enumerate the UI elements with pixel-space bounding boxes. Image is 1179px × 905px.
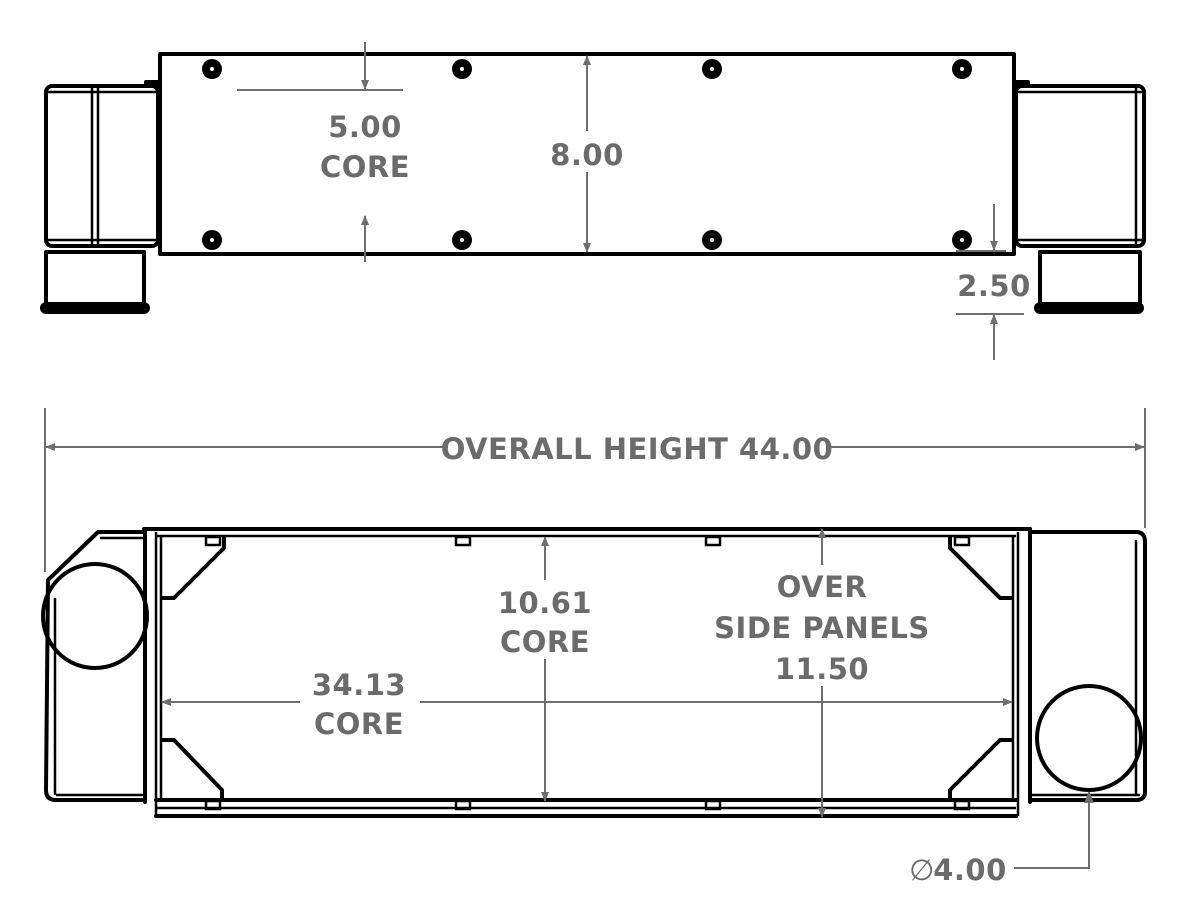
right-pipe-outlet xyxy=(1035,684,1143,792)
core-width-label: CORE xyxy=(500,625,590,659)
dim-side-panels: OVER SIDE PANELS 11.50 xyxy=(714,528,930,818)
side-panels-line2: SIDE PANELS xyxy=(714,611,930,645)
dim-core-depth: 5.00 CORE xyxy=(237,42,410,262)
core-width-value: 10.61 xyxy=(498,586,592,620)
side-panels-line1: OVER xyxy=(777,570,867,604)
top-view: 5.00 CORE 8.00 2.50 xyxy=(40,42,1146,360)
tank-depth-value: 8.00 xyxy=(550,138,624,172)
diameter-symbol-icon: ∅ xyxy=(909,853,935,887)
front-core-body xyxy=(142,527,1032,818)
pipe-diameter-value: 4.00 xyxy=(933,853,1007,887)
core-depth-label: CORE xyxy=(320,150,410,184)
dim-tank-depth: 8.00 xyxy=(550,55,624,253)
front-left-tank xyxy=(41,530,149,802)
dim-overall-height: OVERALL HEIGHT 44.00 xyxy=(44,408,1146,572)
front-view: OVERALL HEIGHT 44.00 xyxy=(41,408,1147,887)
front-right-tank xyxy=(1028,530,1147,802)
top-right-tank xyxy=(1014,80,1146,314)
left-pipe-outlet xyxy=(41,562,149,670)
dim-core-height: 34.13 CORE xyxy=(161,668,1013,741)
mounting-holes xyxy=(202,59,972,250)
side-panels-value: 11.50 xyxy=(775,652,869,686)
core-depth-value: 5.00 xyxy=(328,110,402,144)
core-height-label: CORE xyxy=(314,707,404,741)
core-height-value: 34.13 xyxy=(312,668,406,702)
overall-height-text: OVERALL HEIGHT 44.00 xyxy=(441,432,834,466)
dim-core-width: 10.61 CORE xyxy=(498,536,592,802)
pipe-offset-value: 2.50 xyxy=(957,269,1031,303)
top-left-tank xyxy=(40,80,160,314)
dim-pipe-diameter: ∅ 4.00 xyxy=(909,791,1094,887)
dim-pipe-offset: 2.50 xyxy=(956,204,1031,360)
